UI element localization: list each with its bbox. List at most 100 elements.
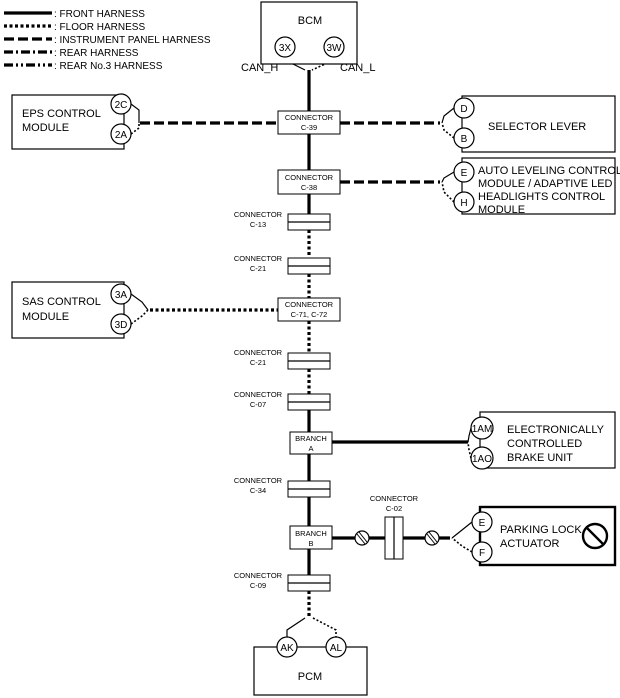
connector-c38-label-1: CONNECTOR [285,173,334,182]
eps-label-2: MODULE [22,122,69,134]
pcm-pin-ak-label: AK [280,643,294,654]
legend: : FRONT HARNESS : FLOOR HARNESS : INSTRU… [4,9,211,72]
connector-c34-label-1: CONNECTOR [234,476,283,485]
selector-module: SELECTOR LEVER D B [441,95,616,153]
parking-label-1: PARKING LOCK [500,524,582,536]
connector-c38-box [277,169,341,195]
legend-front-label: : FRONT HARNESS [54,9,145,20]
legend-ip-label: : INSTRUMENT PANEL HARNESS [54,35,211,46]
connector-c39: CONNECTOR C-39 [277,110,341,135]
connector-c13: CONNECTOR C-13 [234,210,331,231]
parking-pin-e-label: E [479,518,486,529]
connector-c07: CONNECTOR C-07 [234,390,331,411]
branch-b-label-2: B [308,539,313,548]
parking-pin-f-label: F [479,548,485,559]
sas-pin-3d-label: 3D [115,320,128,331]
eps-pin-2a-label: 2A [115,130,128,141]
connector-c13-label-2: C-13 [250,220,266,229]
selector-pin-b-label: B [461,134,468,145]
twisted-pair-icon [354,530,370,546]
connector-c34: CONNECTOR C-34 [234,476,331,498]
connector-c09: CONNECTOR C-09 [234,571,331,592]
auto-leveling-label-2: MODULE / ADAPTIVE LED [478,178,613,190]
selector-pin-d-label: D [460,104,467,115]
connector-c38-label-2: C-38 [301,183,317,192]
sas-label-2: MODULE [22,311,69,323]
pcm-pin-al-label: AL [330,643,343,654]
parking-box [478,505,617,567]
pcm-pin-al [325,636,347,658]
parking-module: PARKING LOCK ACTUATOR E F [451,505,617,567]
branch-b: BRANCH B [289,525,333,550]
auto-leveling-label-1: AUTO LEVELING CONTROL [478,165,620,177]
eps-module: EPS CONTROL MODULE 2C 2A [11,93,140,150]
connector-c7172-box [277,297,341,322]
brake-module: ELECTRONICALLY CONTROLLED BRAKE UNIT 1AM… [467,411,616,470]
bcm-pin-3w [323,36,345,58]
bcm-label: BCM [298,15,322,27]
connector-c21-upper-label-1: CONNECTOR [234,254,283,263]
connector-c02-label-2: C-02 [386,504,402,513]
brake-pin-1ao-label: 1AO [472,454,492,465]
connector-c39-label-2: C-39 [301,123,317,132]
sas-box [11,281,125,339]
brake-box [479,411,616,469]
pcm-pin-ak [276,636,298,658]
pcm-module: PCM AK AL [253,636,368,696]
selector-box [461,95,616,153]
connector-c39-box [277,110,341,135]
pcm-label: PCM [298,671,322,683]
connector-c7172-label-1: CONNECTOR [285,300,334,309]
connector-c7172-label-2: C-71, C-72 [291,310,328,319]
twisted-pair-icon [424,530,440,546]
legend-floor-label: : FLOOR HARNESS [54,22,145,33]
pcm-box [253,646,368,696]
brake-pin-1am-label: 1AM [472,424,493,435]
bcm-pin-3x-label: 3X [279,43,292,54]
eps-box [11,94,125,150]
connector-c34-label-2: C-34 [250,486,266,495]
auto-leveling-label-4: MODULE [478,204,525,216]
connector-c07-label-1: CONNECTOR [234,390,283,399]
connector-c09-label-2: C-09 [250,581,266,590]
legend-rear-label: : REAR HARNESS [54,48,139,59]
legend-rear3-label: : REAR No.3 HARNESS [54,61,163,72]
brake-label-3: BRAKE UNIT [507,452,573,464]
bcm-module: BCM 3X 3W [260,1,358,65]
auto-leveling-pin-h-label: H [460,198,467,209]
connector-c13-label-1: CONNECTOR [234,210,283,219]
sas-module: SAS CONTROL MODULE 3A 3D [11,281,149,339]
connector-c02-label-1: CONNECTOR [370,494,419,503]
branch-a-label-2: A [308,444,313,453]
branch-a: BRANCH A [289,431,333,455]
eps-pin-2c-label: 2C [115,100,128,111]
connector-c07-label-2: C-07 [250,400,266,409]
branch-b-label-1: BRANCH [295,529,327,538]
branch-a-label-1: BRANCH [295,434,327,443]
connector-c21-lower-label-1: CONNECTOR [234,348,283,357]
connector-c21-lower-label-2: C-21 [250,358,266,367]
sas-label-1: SAS CONTROL [22,296,101,308]
connector-c39-label-1: CONNECTOR [285,113,334,122]
eps-label-1: EPS CONTROL [22,108,101,120]
selector-label: SELECTOR LEVER [488,121,586,133]
auto-leveling-box [461,157,616,215]
auto-leveling-pin-e-label: E [461,168,468,179]
bcm-pin-3x [274,36,296,58]
connector-c21-upper: CONNECTOR C-21 [234,254,331,275]
sas-pin-3a-label: 3A [115,290,128,301]
connector-c7172: CONNECTOR C-71, C-72 [277,297,341,322]
prohibited-icon [581,522,609,550]
branch-b-box [289,525,333,550]
brake-label-2: CONTROLLED [507,438,582,450]
can-l-label: CAN_L [340,62,375,74]
connector-c09-label-1: CONNECTOR [234,571,283,580]
auto-leveling-label-3: HEADLIGHTS CONTROL [478,191,605,203]
connector-c02: CONNECTOR C-02 [370,494,419,560]
brake-label-1: ELECTRONICALLY [507,424,605,436]
can-h-label: CAN_H [241,62,278,74]
branch-a-box [289,431,333,455]
branch-wires [140,121,468,540]
bcm-box [260,1,358,65]
parking-label-2: ACTUATOR [500,538,560,550]
